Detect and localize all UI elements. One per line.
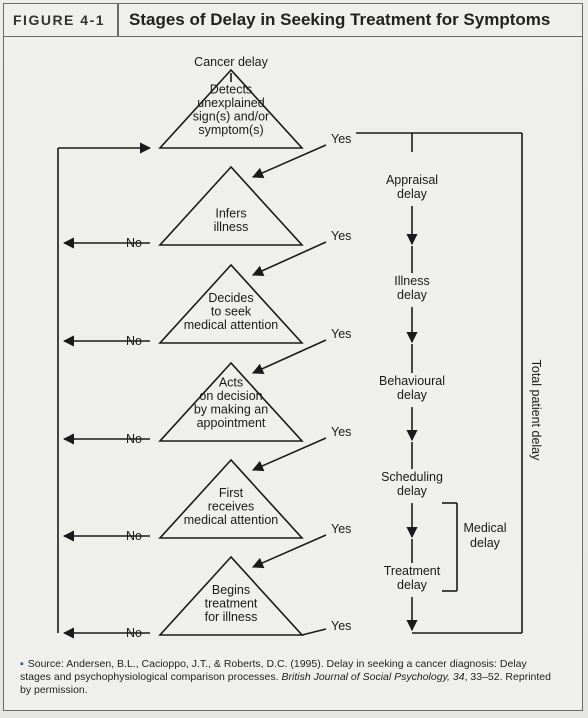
- timeline-label-line: delay: [397, 388, 428, 402]
- yes-label: Yes: [331, 229, 351, 243]
- timeline-label-line: delay: [397, 578, 428, 592]
- stage-label-line: receives: [208, 500, 255, 514]
- yes-arrow: [251, 241, 327, 276]
- stage-label-line: Detects: [210, 83, 252, 97]
- yes-arrow: [251, 437, 327, 472]
- stage-triangle: [158, 555, 304, 636]
- stage-triangle: [158, 165, 304, 246]
- stage-triangle: [158, 458, 304, 539]
- stage-label-line: on decision: [199, 389, 262, 403]
- total-patient-delay-label: Total patient delay: [529, 360, 543, 462]
- yes-arrow: [251, 144, 327, 179]
- yes-label: Yes: [331, 425, 351, 439]
- stage-label-line: sign(s) and/or: [193, 110, 269, 124]
- figure-frame: [3, 3, 583, 711]
- yes-tail: [301, 628, 327, 636]
- timeline-label-line: delay: [397, 484, 428, 498]
- stage-label-line: medical attention: [184, 513, 279, 527]
- stage-label-line: Infers: [215, 207, 246, 221]
- timeline-label-line: delay: [397, 288, 428, 302]
- stage-label-line: for illness: [205, 610, 258, 624]
- yes-label: Yes: [331, 522, 351, 536]
- timeline-label-line: Treatment: [384, 564, 441, 578]
- stage-label-line: unexplained: [197, 96, 264, 110]
- timeline-label-line: Scheduling: [381, 470, 443, 484]
- stage-label-line: First: [219, 486, 244, 500]
- figure-title: Stages of Delay in Seeking Treatment for…: [129, 10, 551, 29]
- stage-label-line: medical attention: [184, 318, 279, 332]
- figure-header: FIGURE 4-1 Stages of Delay in Seeking Tr…: [3, 3, 583, 37]
- source-prefix: Source: Andersen, B.L., Cacioppo, J.T., …: [20, 658, 527, 683]
- stage-label-line: symptom(s): [198, 123, 263, 137]
- stage-triangle: [158, 263, 304, 344]
- stage-label-line: illness: [214, 220, 249, 234]
- stage-label-line: treatment: [205, 597, 258, 611]
- yes-arrow: [251, 339, 327, 374]
- start-label: Cancer delay: [194, 55, 268, 69]
- stage-label-line: Acts: [219, 376, 243, 390]
- timeline-label-line: Appraisal: [386, 173, 438, 187]
- header-divider: [117, 3, 119, 36]
- timeline-label-line: Behavioural: [379, 374, 445, 388]
- stage-label-line: by making an: [194, 403, 268, 417]
- stage-label-line: Decides: [208, 291, 253, 305]
- yes-label: Yes: [331, 327, 351, 341]
- stage-triangle: [158, 68, 304, 149]
- figure-number: FIGURE 4-1: [13, 12, 106, 28]
- yes-label: Yes: [331, 132, 351, 146]
- stage-triangle: [158, 361, 304, 442]
- source-journal: British Journal of Social Psychology, 34: [281, 671, 465, 683]
- yes-arrow: [251, 534, 327, 569]
- bullet-icon: ▪: [20, 658, 24, 670]
- yes-label: Yes: [331, 619, 351, 633]
- medical-delay-label: Medical: [463, 521, 506, 535]
- stage-label-line: appointment: [197, 416, 266, 430]
- source-suffix: , 33–52. Reprinted by permission.: [20, 671, 551, 696]
- medical-delay-label: delay: [470, 536, 501, 550]
- stage-label-line: to seek: [211, 305, 252, 319]
- source-citation: ▪Source: Andersen, B.L., Cacioppo, J.T.,…: [20, 658, 560, 697]
- timeline-label-line: Illness: [394, 274, 429, 288]
- timeline-label-line: delay: [397, 187, 428, 201]
- stage-label-line: Begins: [212, 583, 250, 597]
